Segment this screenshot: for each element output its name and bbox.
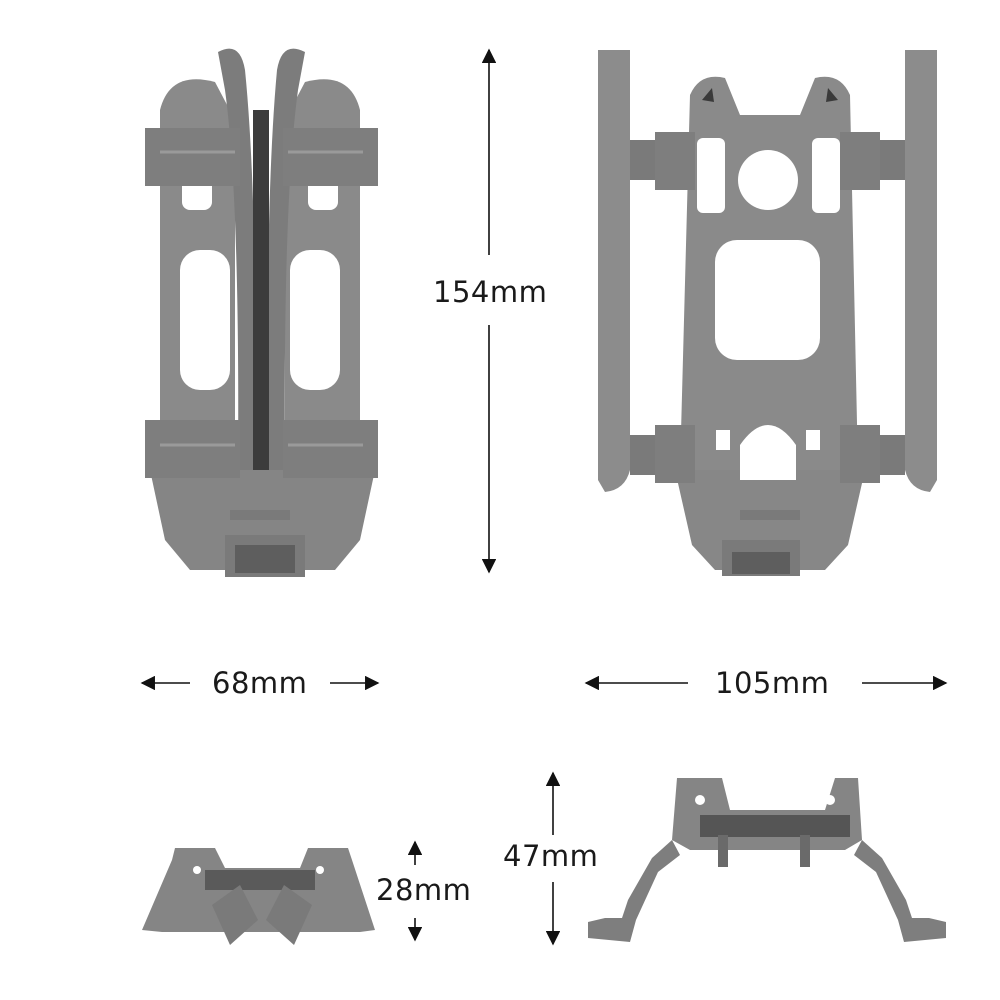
folded-height-dimension-label: 28mm xyxy=(376,873,472,907)
folded-side-view xyxy=(142,848,375,945)
dimension-arrows xyxy=(140,48,948,946)
unfolded-height-dimension-label: 47mm xyxy=(503,839,599,873)
unfolded-front-view xyxy=(598,50,937,576)
unfolded-width-dimension-label: 105mm xyxy=(715,666,830,700)
folded-width-dimension-label: 68mm xyxy=(212,666,308,700)
length-dimension-label: 154mm xyxy=(433,275,548,309)
unfolded-side-view xyxy=(588,778,946,942)
folded-front-view xyxy=(145,48,378,577)
